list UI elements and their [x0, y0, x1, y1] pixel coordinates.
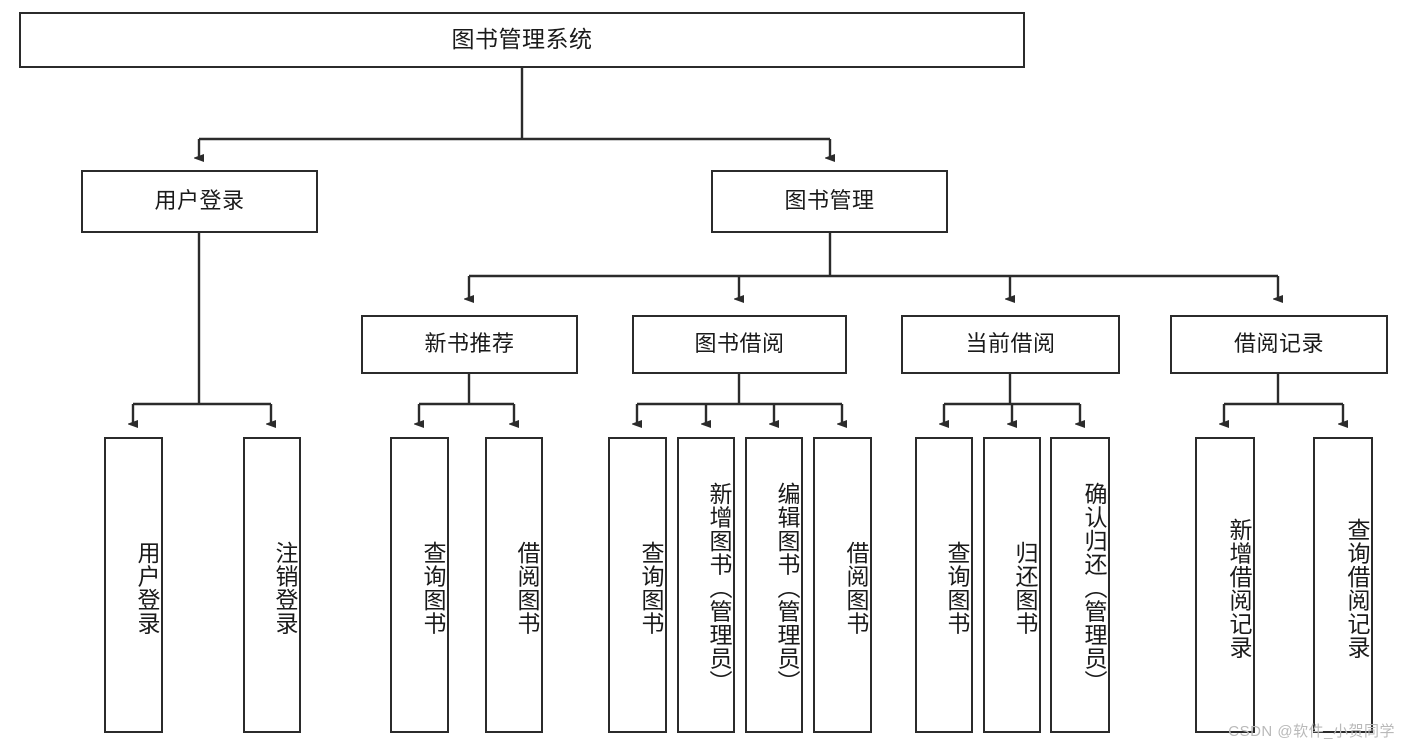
- node-user-login[interactable]: 用户登录: [81, 170, 318, 233]
- node-label: 新增图书（管理员）: [706, 482, 732, 694]
- leaf-record-query-borrow-record[interactable]: 查询借阅记录: [1313, 437, 1373, 733]
- csdn-watermark: CSDN @软件_小贺同学: [1228, 723, 1395, 740]
- node-label: 当前借阅: [965, 331, 1056, 357]
- node-label: 确认归还（管理员）: [1081, 482, 1107, 694]
- node-label: 新增借阅记录: [1226, 517, 1252, 659]
- leaf-borrow-add-book-admin[interactable]: 新增图书（管理员）: [677, 437, 735, 733]
- node-label: 编辑图书（管理员）: [774, 482, 800, 694]
- leaf-logout-login[interactable]: 注销登录: [243, 437, 301, 733]
- node-label: 借阅图书: [843, 541, 869, 635]
- leaf-record-add-borrow-record[interactable]: 新增借阅记录: [1195, 437, 1255, 733]
- node-label: 用户登录: [154, 188, 245, 214]
- node-book-management[interactable]: 图书管理: [711, 170, 948, 233]
- node-label: 新书推荐: [424, 331, 515, 357]
- node-label: 查询图书: [420, 541, 446, 635]
- node-label: 归还图书: [1012, 541, 1038, 635]
- node-new-book-recommend[interactable]: 新书推荐: [361, 315, 578, 374]
- node-book-borrow[interactable]: 图书借阅: [632, 315, 847, 374]
- node-borrow-record[interactable]: 借阅记录: [1170, 315, 1388, 374]
- node-label: 图书管理系统: [451, 26, 593, 53]
- node-label: 用户登录: [134, 541, 160, 635]
- leaf-recommend-query-book[interactable]: 查询图书: [390, 437, 449, 733]
- leaf-borrow-borrow-book[interactable]: 借阅图书: [813, 437, 872, 733]
- node-label: 图书借阅: [694, 331, 785, 357]
- node-label: 注销登录: [272, 541, 298, 635]
- node-label: 查询借阅记录: [1344, 517, 1370, 659]
- node-current-borrow[interactable]: 当前借阅: [901, 315, 1120, 374]
- leaf-borrow-edit-book-admin[interactable]: 编辑图书（管理员）: [745, 437, 803, 733]
- node-label: 查询图书: [638, 541, 664, 635]
- node-root-book-management-system[interactable]: 图书管理系统: [19, 12, 1025, 68]
- leaf-recommend-borrow-book[interactable]: 借阅图书: [485, 437, 543, 733]
- node-label: 图书管理: [784, 188, 875, 214]
- leaf-user-login[interactable]: 用户登录: [104, 437, 163, 733]
- leaf-current-return-book[interactable]: 归还图书: [983, 437, 1041, 733]
- node-label: 借阅记录: [1233, 331, 1324, 357]
- node-label: 借阅图书: [514, 541, 540, 635]
- node-label: 查询图书: [944, 541, 970, 635]
- leaf-current-confirm-return-admin[interactable]: 确认归还（管理员）: [1050, 437, 1110, 733]
- leaf-current-query-book[interactable]: 查询图书: [915, 437, 973, 733]
- leaf-borrow-query-book[interactable]: 查询图书: [608, 437, 667, 733]
